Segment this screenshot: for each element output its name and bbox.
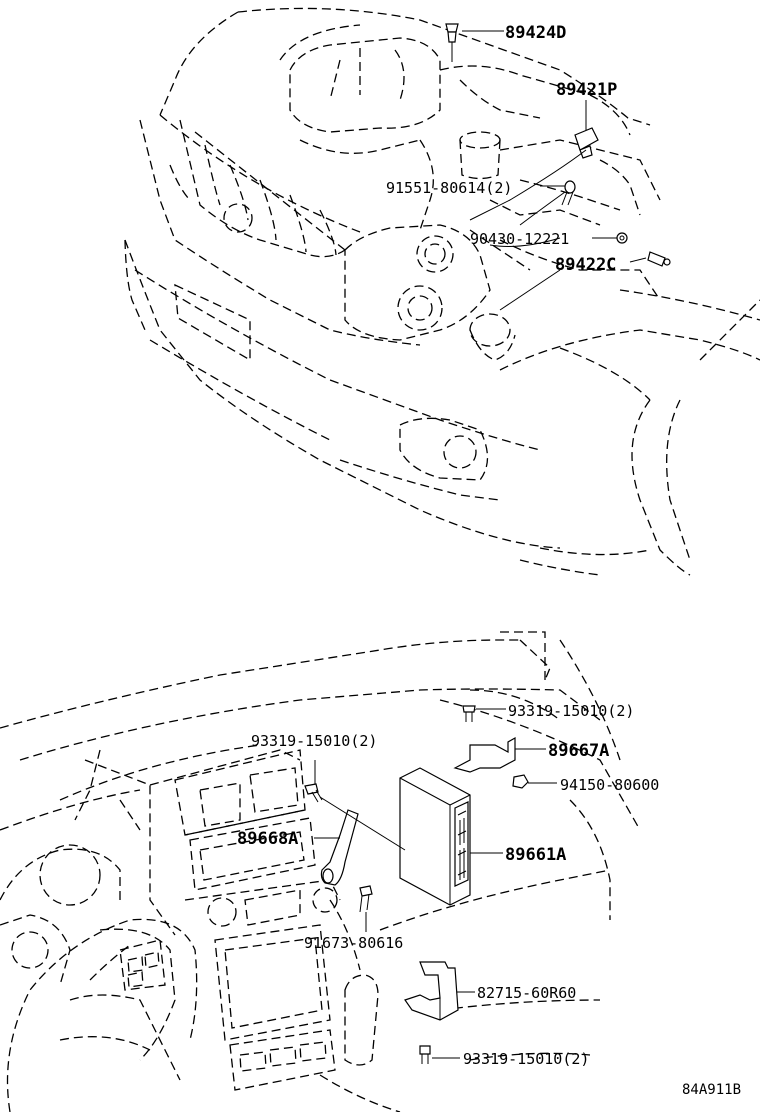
label-93319-15010-bottom: 93319-15010(2): [463, 1050, 589, 1068]
part-89422c-sensor: [647, 251, 671, 267]
label-89421p: 89421P: [556, 80, 617, 100]
part-90430-12221-gasket: [616, 232, 628, 244]
part-93319-15010-bolt-left: [304, 783, 323, 803]
part-93319-15010-bolt-bottom: [419, 1045, 431, 1064]
part-89424d-sensor: [445, 23, 459, 62]
bottom-leader-lines: [314, 708, 557, 1059]
label-89668a: 89668A: [237, 829, 298, 849]
label-94150-80600: 94150-80600: [560, 776, 659, 794]
top-leader-lines: [462, 30, 647, 311]
label-89661a: 89661A: [505, 845, 566, 865]
label-82715-60r60: 82715-60R60: [477, 984, 576, 1002]
part-91551-80614-bolt: [561, 180, 576, 206]
figure-code: 84A911B: [682, 1082, 741, 1098]
part-82715-60r60-bracket: [404, 961, 459, 1021]
part-93319-15010-bolt-top: [462, 705, 476, 722]
dashboard-illustration: [0, 631, 641, 1112]
part-89661a-ecu: [399, 767, 471, 906]
part-89668a-bracket: [320, 809, 359, 886]
label-93319-15010-top: 93319-15010(2): [508, 702, 634, 720]
part-89667a-bracket: [453, 736, 516, 773]
label-90430-12221: 90430-12221: [470, 230, 569, 248]
label-89667a: 89667A: [548, 741, 609, 761]
part-94150-80600-nut: [512, 774, 529, 789]
label-93319-15010-left: 93319-15010(2): [251, 732, 377, 750]
part-89421p-sensor: [574, 127, 599, 159]
label-89422c: 89422C: [555, 255, 616, 275]
label-91673-80616: 91673-80616: [304, 934, 403, 952]
part-91673-80616-bolt: [359, 885, 373, 913]
vehicle-front-illustration: [124, 7, 760, 576]
label-91551-80614: 91551-80614(2): [386, 179, 512, 197]
label-89424d: 89424D: [505, 23, 566, 43]
